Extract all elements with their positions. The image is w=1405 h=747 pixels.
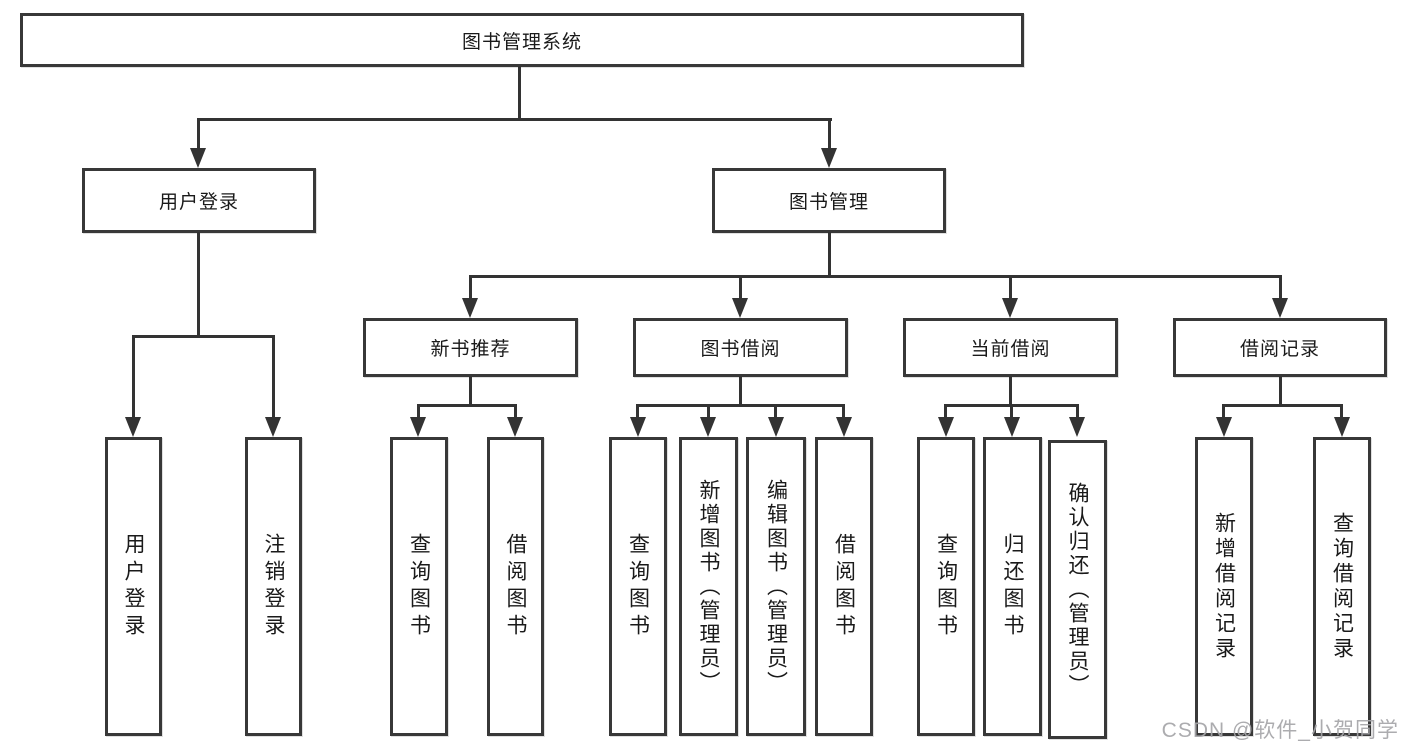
node-add-borrow-record: 新增借阅记录	[1195, 437, 1253, 736]
node-confirm-return-admin: 确认归还（管理员）	[1048, 440, 1107, 739]
connector-line	[739, 376, 742, 406]
node-label: 借阅图书	[504, 532, 527, 641]
node-label: 图书管理	[788, 192, 869, 213]
connector-line	[132, 335, 135, 420]
node-label: 图书借阅	[700, 339, 781, 360]
node-new-book-recommend: 新书推荐	[363, 318, 578, 377]
node-label: 新书推荐	[430, 339, 511, 360]
arrow-down-icon	[732, 298, 748, 318]
node-label: 查询借阅记录	[1330, 511, 1354, 662]
node-borrow-record: 借阅记录	[1173, 318, 1387, 377]
arrow-down-icon	[821, 148, 837, 168]
arrow-down-icon	[507, 417, 523, 437]
node-label: 图书管理系统	[461, 31, 582, 53]
node-label: 查询图书	[407, 532, 431, 641]
connector-line	[739, 275, 742, 303]
connector-line	[197, 118, 832, 121]
arrow-down-icon	[1004, 417, 1020, 437]
connector-line	[518, 66, 521, 120]
arrow-down-icon	[768, 417, 784, 437]
node-return-books: 归还图书	[983, 437, 1042, 736]
node-label: 新增借阅记录	[1212, 511, 1236, 662]
connector-line	[469, 275, 472, 303]
node-label: 用户登录	[158, 192, 239, 213]
connector-line	[636, 404, 845, 407]
node-label: 借阅记录	[1239, 339, 1320, 360]
node-current-borrow: 当前借阅	[903, 318, 1118, 377]
connector-line	[417, 404, 420, 420]
connector-line	[1009, 376, 1012, 406]
node-label: 用户登录	[122, 532, 145, 641]
arrow-down-icon	[938, 417, 954, 437]
arrow-down-icon	[190, 148, 206, 168]
node-query-books-recommend: 查询图书	[390, 437, 448, 736]
node-library-system: 图书管理系统	[20, 13, 1024, 67]
arrow-down-icon	[1002, 298, 1018, 318]
connector-line	[1222, 404, 1225, 420]
node-edit-book-admin: 编辑图书（管理员）	[746, 437, 806, 736]
node-add-book-admin: 新增图书（管理员）	[679, 437, 738, 736]
connector-line	[197, 118, 200, 152]
connector-line	[417, 404, 517, 407]
arrow-down-icon	[410, 417, 426, 437]
node-label: 注销登录	[262, 532, 285, 641]
node-label: 当前借阅	[970, 339, 1051, 360]
connector-line	[1222, 404, 1343, 407]
arrow-down-icon	[265, 417, 281, 437]
connector-line	[1279, 275, 1282, 303]
node-borrow-books-recommend: 借阅图书	[487, 437, 544, 736]
connector-line	[514, 404, 517, 420]
connector-line	[1279, 376, 1282, 406]
arrow-down-icon	[630, 417, 646, 437]
node-user-login-group: 用户登录	[82, 168, 316, 233]
arrow-down-icon	[1334, 417, 1350, 437]
node-query-books-borrow: 查询图书	[609, 437, 667, 736]
connector-line	[944, 404, 947, 420]
connector-line	[132, 335, 275, 338]
arrow-down-icon	[1216, 417, 1232, 437]
connector-line	[707, 404, 710, 420]
node-label: 编辑图书（管理员）	[764, 478, 788, 695]
connector-line	[1076, 404, 1079, 420]
node-borrow-books-borrow: 借阅图书	[815, 437, 873, 736]
arrow-down-icon	[1069, 417, 1085, 437]
connector-line	[636, 404, 639, 420]
arrow-down-icon	[700, 417, 716, 437]
arrow-down-icon	[462, 298, 478, 318]
connector-line	[1340, 404, 1343, 420]
node-label: 借阅图书	[832, 532, 856, 641]
node-user-login: 用户登录	[105, 437, 162, 736]
connector-line	[828, 232, 831, 278]
arrow-down-icon	[125, 417, 141, 437]
arrow-down-icon	[1272, 298, 1288, 318]
node-query-borrow-record: 查询借阅记录	[1313, 437, 1371, 736]
connector-line	[828, 118, 831, 152]
node-book-management: 图书管理	[712, 168, 946, 233]
connector-line	[774, 404, 777, 420]
node-label: 归还图书	[1001, 532, 1024, 641]
node-label: 查询图书	[934, 532, 958, 641]
node-label: 查询图书	[626, 532, 650, 641]
connector-line	[272, 335, 275, 420]
connector-line	[1010, 404, 1013, 420]
connector-line	[197, 232, 200, 337]
node-logout: 注销登录	[245, 437, 302, 736]
node-label: 确认归还（管理员）	[1066, 481, 1089, 698]
node-book-borrow: 图书借阅	[633, 318, 848, 377]
connector-line	[469, 376, 472, 406]
node-label: 新增图书（管理员）	[697, 478, 720, 695]
connector-line	[469, 275, 1282, 278]
watermark: CSDN @软件_小贺同学	[1161, 719, 1399, 742]
arrow-down-icon	[836, 417, 852, 437]
connector-line	[1009, 275, 1012, 303]
connector-line	[842, 404, 845, 420]
node-query-books-current: 查询图书	[917, 437, 975, 736]
